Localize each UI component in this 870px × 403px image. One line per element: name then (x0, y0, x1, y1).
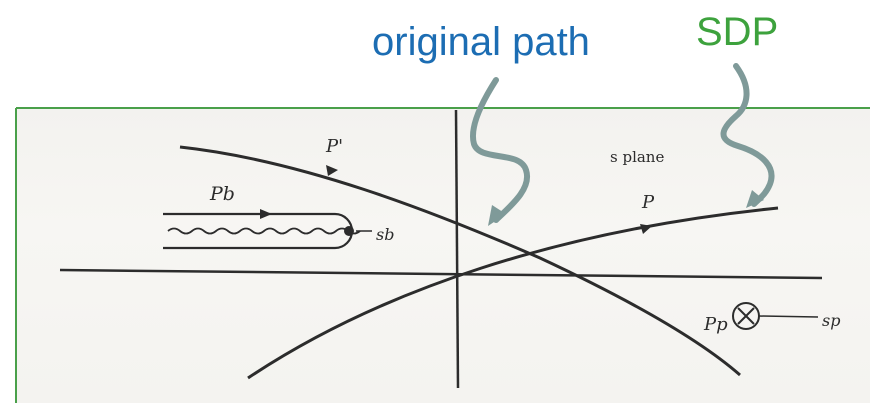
sp-label: sp (822, 311, 840, 330)
scanned-figure-background (16, 108, 870, 403)
sdp-arrowhead (640, 224, 652, 234)
original-path-callout-arrow (470, 77, 531, 223)
real-axis (59, 268, 823, 280)
pole-cross-b (737, 307, 755, 325)
branch-contour-arrowhead (260, 209, 272, 219)
sb-label: sb (376, 225, 394, 244)
original-path-curve (179, 145, 741, 377)
s-plane-label: s plane (610, 148, 664, 166)
p-label: P (641, 192, 655, 213)
original-path-callout-arrowhead (488, 205, 506, 226)
original-path-arrowhead (326, 165, 338, 176)
sdp-curve (247, 206, 779, 380)
sdp-callout-arrowhead (746, 190, 764, 208)
sdp-callout-label: SDP (696, 10, 779, 54)
sdp-callout-arrow (720, 63, 775, 207)
imaginary-axis (454, 109, 460, 389)
p-prime-label: P' (325, 136, 343, 157)
branch-point-dot (344, 226, 354, 236)
pb-label: Pb (209, 183, 235, 205)
branch-cut-wavy-line (167, 227, 361, 235)
original-path-callout-label: original path (372, 20, 590, 64)
pole-leader (758, 315, 819, 318)
pp-label: Pp (703, 314, 728, 335)
